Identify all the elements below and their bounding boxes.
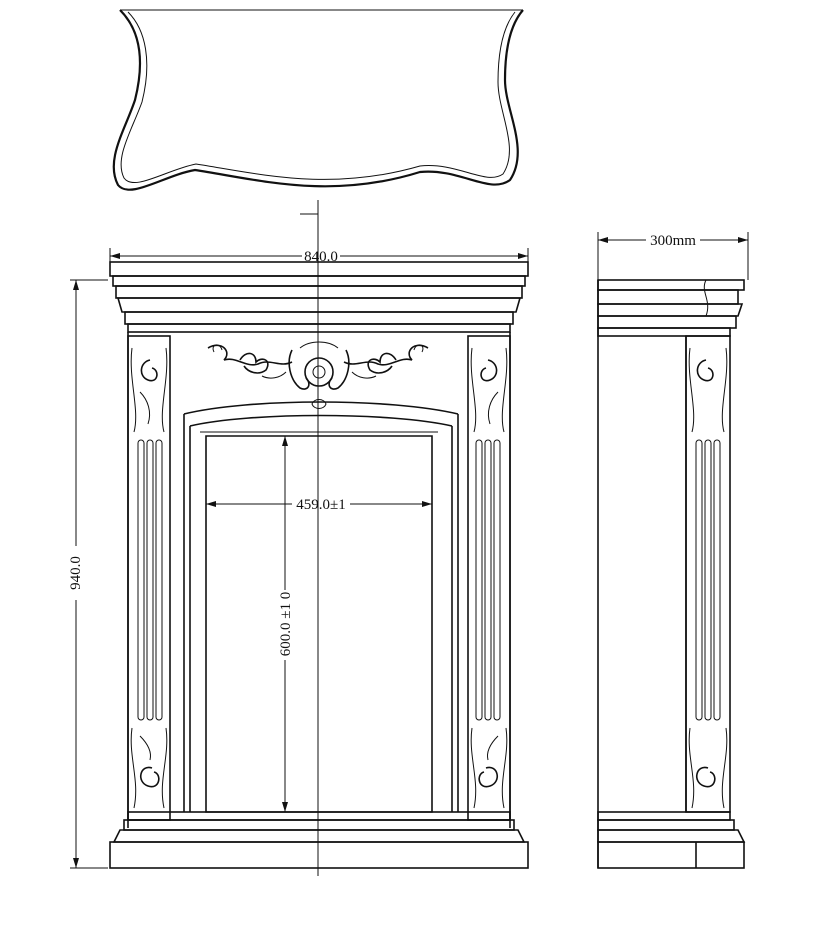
dimension-width: 840.0 <box>109 248 529 265</box>
height-dimension-label: 940.0 <box>68 556 84 590</box>
front-elevation <box>109 200 529 876</box>
top-plan-view <box>112 9 524 191</box>
opening-height-label: 600.0 ±1 0 <box>278 592 294 656</box>
depth-dimension-label: 300mm <box>650 233 696 249</box>
frieze-carving <box>207 341 429 409</box>
dimension-opening-height: 600.0 ±1 0 <box>278 436 294 812</box>
dimension-height: 940.0 <box>68 279 108 869</box>
side-elevation <box>597 279 746 869</box>
opening-width-label: 459.0±1 <box>296 497 345 513</box>
dimension-opening-width: 459.0±1 <box>206 497 432 513</box>
width-dimension-label: 840.0 <box>304 249 338 265</box>
dimension-depth: 300mm <box>597 232 749 280</box>
